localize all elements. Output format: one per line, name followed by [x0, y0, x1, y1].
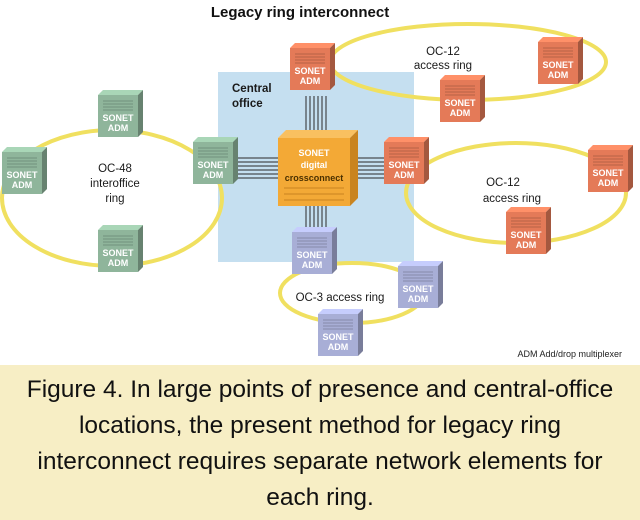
digital-crossconnect: SONET digital crossconnect [278, 130, 358, 206]
oc48-ring-label-2: interoffice [90, 178, 140, 190]
green-adm-oc48-bottom-label-1: SONET [102, 248, 134, 258]
central-office-label-line2: office [232, 98, 263, 110]
orange-adm-oc12-top-2-label-1: SONET [444, 98, 476, 108]
oc48-ring-label-3: ring [105, 193, 124, 205]
orange-adm-oc12-top-2-label-2: ADM [450, 108, 471, 118]
caption-band [0, 365, 640, 520]
network-diagram: Legacy ring interconnect Central office … [0, 4, 633, 359]
orange-adm-central-right-label-2: ADM [394, 170, 415, 180]
orange-adm-oc12-right-2-label-2: ADM [516, 240, 537, 250]
crossconnect-label-2: digital [301, 160, 328, 170]
oc12-right-ring-label-1: OC-12 [486, 177, 520, 189]
oc12-right-ring-label-2: access ring [483, 193, 541, 205]
lavender-adm-oc3-1-label-1: SONET [402, 284, 434, 294]
lavender-adm-central-label-1: SONET [296, 250, 328, 260]
adm-nodes: SONETADMSONETADMSONETADMSONETADMSONETADM… [2, 37, 633, 356]
oc3-ring-label: OC-3 access ring [296, 292, 385, 304]
green-adm-oc48-left-label-1: SONET [6, 170, 38, 180]
green-adm-oc48-top-label-2: ADM [108, 123, 129, 133]
orange-adm-central-top-label-2: ADM [300, 76, 321, 86]
central-office-label-line1: Central [232, 83, 272, 95]
orange-adm-oc12-right-2-label-1: SONET [510, 230, 542, 240]
green-adm-central-label-1: SONET [197, 160, 229, 170]
legend-text: ADM Add/drop multiplexer [517, 349, 622, 359]
orange-adm-central-top-label-1: SONET [294, 66, 326, 76]
green-adm-oc48-bottom-label-2: ADM [108, 258, 129, 268]
lavender-adm-oc3-2-label-2: ADM [328, 342, 349, 352]
orange-adm-oc12-right-1-label-1: SONET [592, 168, 624, 178]
green-adm-central-label-2: ADM [203, 170, 224, 180]
lavender-adm-oc3-2-label-1: SONET [322, 332, 354, 342]
crossconnect-label-3: crossconnect [285, 173, 344, 183]
oc48-ring-label-1: OC-48 [98, 163, 132, 175]
orange-adm-oc12-top-1-label-2: ADM [548, 70, 569, 80]
oc12-top-ring-label-2: access ring [414, 60, 472, 72]
green-adm-oc48-top-label-1: SONET [102, 113, 134, 123]
diagram-title: Legacy ring interconnect [211, 4, 389, 21]
crossconnect-label-1: SONET [298, 148, 330, 158]
lavender-adm-central-label-2: ADM [302, 260, 323, 270]
lavender-adm-oc3-1-label-2: ADM [408, 294, 429, 304]
orange-adm-oc12-right-1-label-2: ADM [598, 178, 619, 188]
orange-adm-oc12-top-1-label-1: SONET [542, 60, 574, 70]
orange-adm-central-right-label-1: SONET [388, 160, 420, 170]
oc12-top-ring-label-1: OC-12 [426, 46, 460, 58]
green-adm-oc48-left-label-2: ADM [12, 180, 33, 190]
figure-caption: Figure 4. In large points of presence an… [26, 376, 614, 511]
